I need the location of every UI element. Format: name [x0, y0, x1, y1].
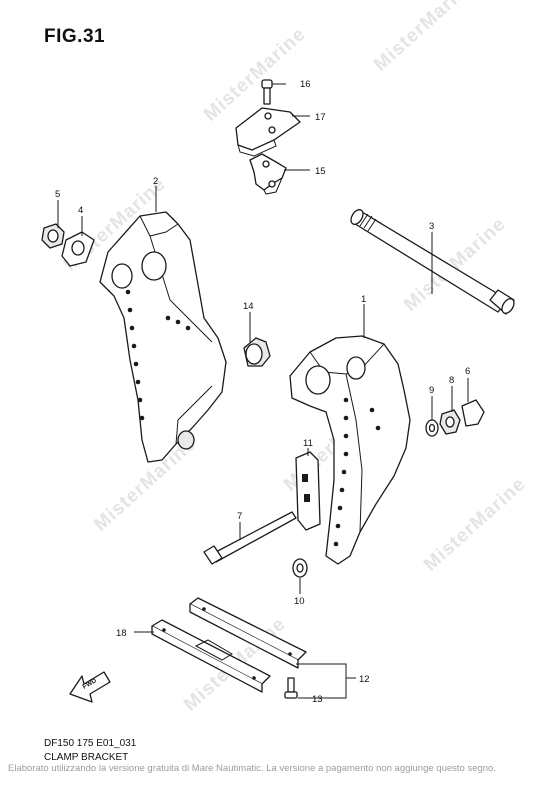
part-18-pad-lower[interactable]: [151, 619, 271, 693]
callout-15: 15: [315, 166, 326, 177]
part-5-nut[interactable]: [41, 223, 65, 249]
callout-4: 4: [78, 205, 83, 216]
part-13-screw[interactable]: [284, 677, 298, 699]
fwd-arrow-icon: FWD: [69, 671, 111, 703]
part-2-clamp-bracket-port[interactable]: [99, 211, 227, 463]
part-17-plate[interactable]: [235, 107, 301, 157]
callout-14: 14: [243, 301, 254, 312]
part-1-clamp-bracket-starboard[interactable]: [289, 335, 411, 565]
part-3-tilt-tube[interactable]: [349, 208, 517, 316]
part-14-bushing[interactable]: [243, 337, 271, 367]
part-7-bolt[interactable]: [203, 511, 297, 565]
callout-2: 2: [153, 176, 158, 187]
leader-lines: [57, 83, 469, 699]
diagram-title: CLAMP BRACKET: [44, 752, 129, 763]
callout-6: 6: [465, 366, 470, 377]
callout-11: 11: [303, 438, 313, 449]
part-10-washer[interactable]: [292, 558, 308, 578]
callout-16: 16: [300, 79, 311, 90]
part-4-washer[interactable]: [61, 231, 95, 267]
figure-label: FIG.31: [44, 26, 106, 47]
callout-3: 3: [429, 221, 434, 232]
part-15-bracket[interactable]: [249, 153, 287, 195]
callout-7: 7: [237, 511, 242, 522]
callout-9: 9: [429, 385, 434, 396]
callout-13: 13: [312, 694, 323, 705]
callout-17: 17: [315, 112, 326, 123]
part-16-bolt[interactable]: [261, 79, 273, 105]
part-11-plate[interactable]: [295, 451, 321, 531]
callout-1: 1: [361, 294, 366, 305]
part-6-cap[interactable]: [461, 399, 485, 427]
callout-8: 8: [449, 375, 454, 386]
part-9-washer[interactable]: [425, 419, 439, 437]
callout-18: 18: [116, 628, 127, 639]
part-8-nut[interactable]: [439, 409, 461, 435]
callout-5: 5: [55, 189, 60, 200]
callout-12: 12: [359, 674, 370, 685]
model-code: DF150 175 E01_031: [44, 738, 137, 749]
footer-note: Elaborato utilizzando la versione gratui…: [8, 763, 496, 774]
callout-10: 10: [294, 596, 305, 607]
